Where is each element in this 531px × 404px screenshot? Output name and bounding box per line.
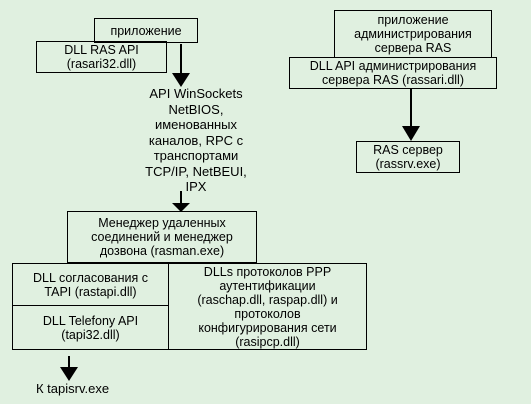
arrowhead-tapisrv xyxy=(60,367,78,381)
tapisrv-label: К tapisrv.exe xyxy=(36,381,110,396)
dll-ras-api-box: DLL RAS API (rasari32.dll) xyxy=(36,41,167,73)
transports-label: API WinSockets NetBIOS, именованных кана… xyxy=(145,86,247,194)
rasman-box: Менеджер удаленных соединений и менеджер… xyxy=(67,211,257,263)
app-box: приложение xyxy=(94,18,198,43)
ppp-dlls-box: DLLs протоколов PPP аутентификации (rasc… xyxy=(168,263,367,350)
arrowhead-transports xyxy=(172,73,190,87)
admin-api-box: DLL API администрирования сервера RAS (r… xyxy=(289,57,497,89)
telefony-api-box: DLL Telefony API (tapi32.dll) xyxy=(12,305,169,350)
ras-server-box: RAS сервер (rassrv.exe) xyxy=(356,141,460,173)
arrowhead-server xyxy=(402,126,420,141)
tapi-negotiation-box: DLL согласования с TAPI (rastapi.dll) xyxy=(12,263,169,306)
admin-app-box: приложение администрирования сервера RAS xyxy=(334,10,492,58)
arrowhead-rasman xyxy=(172,203,190,212)
